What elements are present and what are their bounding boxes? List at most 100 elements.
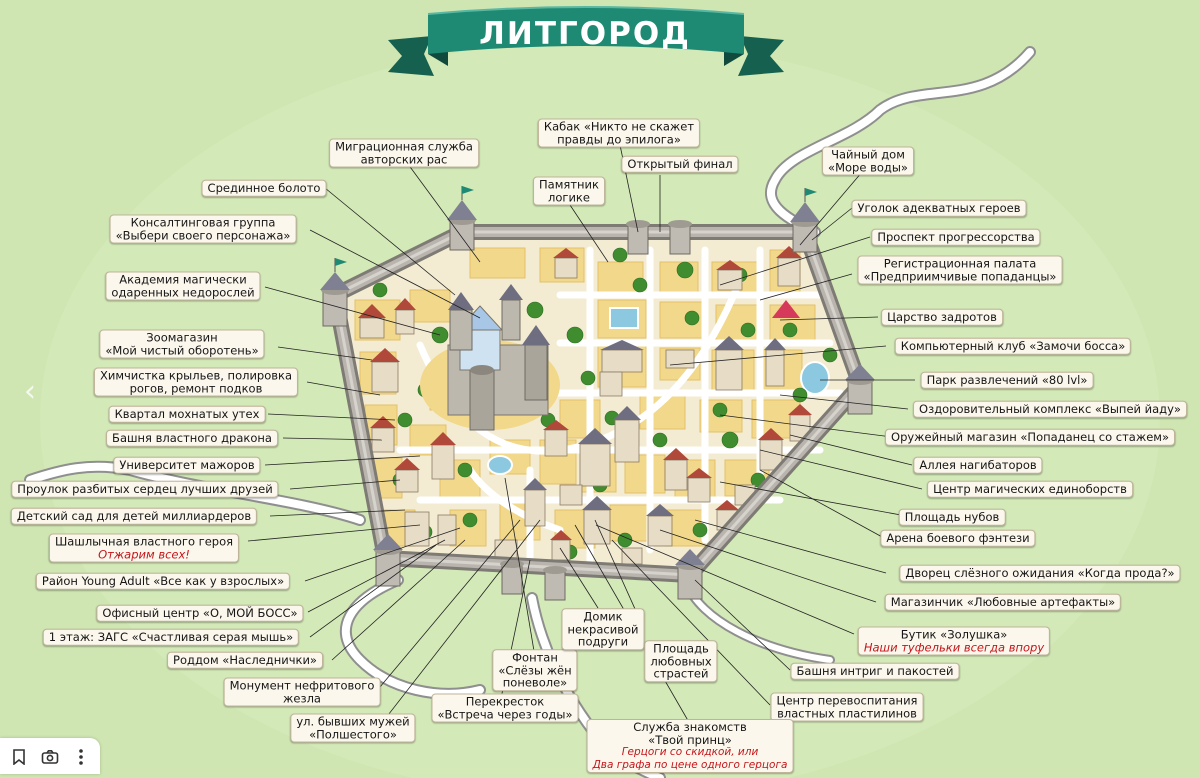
label-line: Магазинчик «Любовные артефакты» — [890, 594, 1116, 609]
label-line: Консалтинговая группа — [130, 215, 276, 230]
label-line: любовных — [650, 653, 712, 668]
leader-lines — [247, 144, 923, 729]
label-line: Центр магических единоборств — [933, 481, 1127, 496]
label-slogan: Два графа по цене одного герцога — [592, 758, 788, 771]
label-intrigue-tower: Башня интриг и пакостей — [790, 662, 960, 680]
more-vertical-icon[interactable] — [68, 744, 94, 770]
label-line: Зоомагазин — [146, 330, 218, 345]
label-line: Кабак «Никто не скажет — [543, 119, 695, 134]
label-line: Домик — [583, 609, 623, 624]
label-line: Район Young Adult «Все как у взрослых» — [41, 573, 285, 588]
label-line: «Мой чистый оборотень» — [105, 343, 259, 357]
label-line: властных пластилинов — [777, 706, 917, 720]
label-computer-club: Компьютерный клуб «Замочи босса» — [894, 337, 1132, 355]
label-dragon-tower: Башня властного дракона — [106, 429, 278, 447]
camera-icon[interactable] — [37, 744, 63, 770]
label-line: Уголок адекватных героев — [857, 200, 1021, 215]
label-zags: 1 этаж: ЗАГС «Счастливая серая мышь» — [42, 628, 300, 646]
label-line: Регистрационная палата — [883, 256, 1037, 271]
label-adequate-heroes: Уголок адекватных героев — [851, 199, 1027, 217]
label-line: жезла — [283, 691, 321, 705]
label-palace: Дворец слёзного ожидания «Когда прода?» — [899, 564, 1181, 582]
label-line: одаренных недорослей — [111, 285, 255, 299]
label-slogan: Наши туфельки всегда впору — [863, 640, 1045, 654]
label-line: Арена боевого фэнтези — [886, 530, 1030, 545]
label-line: Монумент нефритового — [229, 678, 375, 693]
label-slogan: Отжарим всех! — [98, 547, 190, 561]
label-line: страстей — [653, 666, 709, 681]
label-line: Срединное болото — [207, 180, 321, 195]
label-boutique: Бутик «Золушка»Наши туфельки всегда впор… — [857, 626, 1051, 656]
label-noobs-square: Площадь нубов — [898, 508, 1006, 526]
label-line: Химчистка крыльев, полировка — [99, 368, 293, 383]
label-kindergarten: Детский сад для детей миллиардеров — [10, 507, 258, 525]
label-line: Оздоровительный комплекс «Выпей йаду» — [919, 401, 1181, 416]
parks — [487, 307, 830, 475]
city-streets — [396, 246, 844, 564]
label-broken-hearts: Проулок разбитых сердец лучших друзей — [11, 480, 279, 498]
label-arena: Арена боевого фэнтези — [880, 529, 1036, 547]
label-line: Перекресток — [465, 694, 545, 709]
label-line: Парк развлечений «80 lvl» — [926, 372, 1088, 387]
label-line: некрасивой — [567, 621, 639, 636]
label-open-final: Открытый финал — [621, 155, 739, 173]
label-line: Компьютерный клуб «Замочи босса» — [900, 338, 1126, 353]
label-dating-service: Служба знакомств«Твой принц»Герцоги со с… — [586, 719, 794, 773]
label-line: Академия магически — [119, 272, 247, 287]
label-swamp: Срединное болото — [201, 179, 327, 197]
label-line: Проспект прогрессорства — [877, 229, 1035, 244]
label-martial-center: Центр магических единоборств — [927, 480, 1133, 498]
label-office-center: Офисный центр «О, МОЙ БОСС» — [96, 604, 304, 622]
label-line: Башня властного дракона — [112, 430, 272, 445]
label-line: авторских рас — [360, 152, 448, 166]
label-line: Чайный дом — [831, 147, 905, 162]
label-line: «Море воды» — [828, 160, 908, 174]
label-line: ул. бывших мужей — [296, 714, 410, 729]
label-line: Миграционная служба — [335, 139, 473, 154]
label-health-complex: Оздоровительный комплекс «Выпей йаду» — [913, 400, 1187, 418]
label-line: Квартал мохнатых утех — [114, 406, 260, 421]
label-line: Памятник — [539, 177, 599, 192]
label-line: Служба знакомств — [633, 720, 747, 734]
central-castle — [420, 284, 560, 431]
label-line: Площадь — [653, 641, 709, 656]
label-line: Площадь нубов — [904, 509, 1000, 524]
label-line: правды до эпилога» — [557, 132, 681, 146]
label-park: Парк развлечений «80 lvl» — [920, 371, 1094, 389]
label-line: Башня интриг и пакостей — [796, 663, 954, 678]
label-line: Бутик «Золушка» — [900, 627, 1008, 642]
bookmark-icon[interactable] — [6, 744, 32, 770]
label-line: «Твой принц» — [648, 732, 732, 747]
label-prospect: Проспект прогрессорства — [871, 228, 1041, 246]
label-consulting: Консалтинговая группа«Выбери своего перс… — [109, 214, 297, 244]
label-ducks: Квартал мохнатых утех — [108, 405, 266, 423]
label-benders-alley: Аллея нагибаторов — [913, 456, 1043, 474]
label-line: «Полшестого» — [309, 727, 397, 741]
label-line: Офисный центр «О, МОЙ БОСС» — [102, 605, 298, 620]
map-title: ЛИТГОРОД — [479, 16, 691, 52]
chevron-left-icon[interactable]: ‹ — [24, 374, 36, 409]
label-line: «Предприимчивые попаданцы» — [863, 269, 1057, 283]
label-young-adult: Район Young Adult «Все как у взрослых» — [35, 572, 291, 590]
label-line: Шашлычная властного героя — [54, 534, 234, 549]
label-line: подруги — [577, 634, 629, 649]
label-line: 1 этаж: ЗАГС «Счастливая серая мышь» — [48, 629, 294, 644]
label-line: Открытый финал — [627, 156, 733, 171]
label-crossroad: Перекресток«Встреча через годы» — [431, 693, 579, 723]
label-line: Аллея нагибаторов — [919, 457, 1037, 472]
label-registration: Регистрационная палата«Предприимчивые по… — [857, 255, 1063, 285]
label-line: рогов, ремонт подков — [129, 381, 263, 395]
image-toolbar — [0, 738, 100, 774]
label-line: Роддом «Наследнички» — [173, 652, 317, 667]
label-university: Университет мажоров — [113, 456, 261, 474]
label-nerds: Царство задротов — [881, 308, 1003, 326]
label-slogan: Герцоги со скидкой, или — [621, 746, 759, 758]
label-line: Проулок разбитых сердец лучших друзей — [17, 481, 273, 496]
